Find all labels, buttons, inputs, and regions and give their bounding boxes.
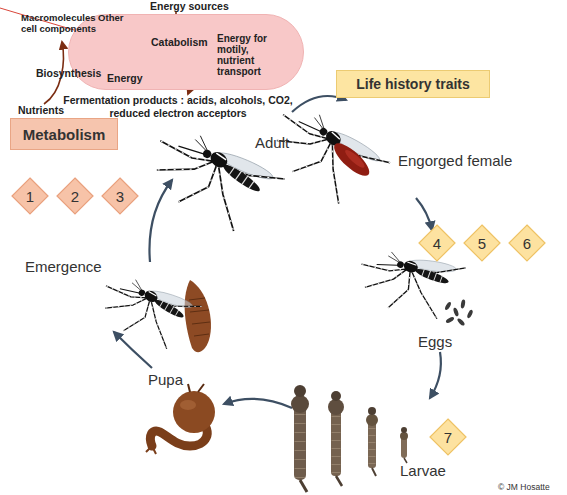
larva-head: [401, 427, 407, 433]
process-label: Energy sources: [150, 0, 250, 13]
section-title: Life history traits: [356, 76, 470, 92]
diamond-outline: [102, 178, 138, 214]
egg: [466, 309, 473, 319]
cell-shape: Macromolecules Other cell componentsCata…: [68, 14, 304, 90]
larva: [291, 385, 309, 492]
larva-head: [294, 385, 306, 397]
callout-diamond: 6: [508, 224, 546, 262]
pupa-cephalothorax: [173, 391, 215, 433]
cell-label: Biosynthesis: [36, 68, 106, 79]
larva: [400, 427, 408, 463]
emerging-mosquito: [91, 260, 202, 359]
callout-number: 2: [56, 177, 94, 215]
pupa-highlight: [180, 400, 196, 410]
callout-diamond: 2: [56, 177, 94, 215]
diamond-outline: [464, 225, 500, 261]
callout-number: 5: [463, 224, 501, 262]
section-box: Life history traits: [336, 70, 490, 98]
callout-number: 1: [11, 177, 49, 215]
emergence: [91, 260, 211, 359]
callout-diamond: 7: [429, 418, 467, 456]
engorged-female-mosquito: [259, 88, 390, 216]
callout-diamond: 4: [418, 224, 456, 262]
stage-label: Eggs: [418, 333, 478, 350]
egg: [456, 317, 465, 326]
cycle-arrow: [416, 198, 432, 230]
callout-number: 3: [101, 177, 139, 215]
cycle-arrow: [114, 332, 152, 368]
larva-siphon: [300, 480, 307, 492]
larva-head: [331, 391, 341, 401]
diamond-outline: [57, 178, 93, 214]
cycle-arrow: [149, 180, 172, 262]
cycle-arrow: [292, 96, 346, 112]
process-label: Fermentation products : acids, alcohols,…: [52, 94, 304, 119]
callout-diamond: 1: [11, 177, 49, 215]
callout-diamond: 5: [463, 224, 501, 262]
stage-label: Emergence: [25, 258, 125, 275]
callout-diamond: 3: [101, 177, 139, 215]
adult-mosquito: [137, 108, 285, 245]
callout-number: 7: [429, 418, 467, 456]
copyright-note: © JM Hosatte: [498, 482, 567, 493]
egg: [460, 299, 466, 309]
larva-segments: [332, 416, 341, 474]
cell-label: Macromolecules Other cell components: [21, 12, 129, 34]
larva-siphon: [372, 468, 376, 476]
diamond-outline: [12, 178, 48, 214]
pupal-case-segments: [189, 298, 210, 336]
larva-siphon: [336, 476, 342, 486]
larva: [366, 407, 378, 476]
stage-label: Larvae: [400, 462, 470, 479]
larva-thorax: [366, 414, 378, 426]
stage-label: Pupa: [148, 371, 208, 388]
callout-number: 6: [508, 224, 546, 262]
cell-label: Energy: [107, 73, 157, 84]
larva-segments: [369, 428, 376, 466]
diamond-outline: [419, 225, 455, 261]
eggs: [444, 299, 474, 326]
larva-segments: [295, 414, 306, 478]
cell-label: Energy for motily, nutrient transport: [217, 33, 279, 77]
diamond-outline: [430, 419, 466, 455]
larva-thorax: [328, 399, 344, 415]
egg: [445, 316, 455, 324]
cycle-arrow: [430, 352, 441, 398]
cycle-arrow: [224, 399, 292, 408]
stage-label: Engorged female: [398, 152, 548, 169]
cell-label: Catabolism: [151, 37, 221, 48]
pupal-case: [185, 280, 211, 352]
section-title: Metabolism: [23, 126, 106, 143]
callout-number: 4: [418, 224, 456, 262]
egg: [444, 301, 452, 311]
pupa-trumpets: [188, 384, 204, 392]
egg: [453, 307, 460, 317]
larva-head: [368, 407, 376, 415]
pupa: [146, 384, 215, 454]
stage-label: Adult: [255, 134, 315, 151]
larva-thorax: [291, 395, 309, 413]
larvae: [291, 385, 408, 492]
larva: [328, 391, 344, 486]
pupa-paddles: [146, 446, 156, 454]
larva-thorax: [400, 432, 408, 440]
diamond-outline: [509, 225, 545, 261]
section-box: Metabolism: [10, 118, 118, 150]
